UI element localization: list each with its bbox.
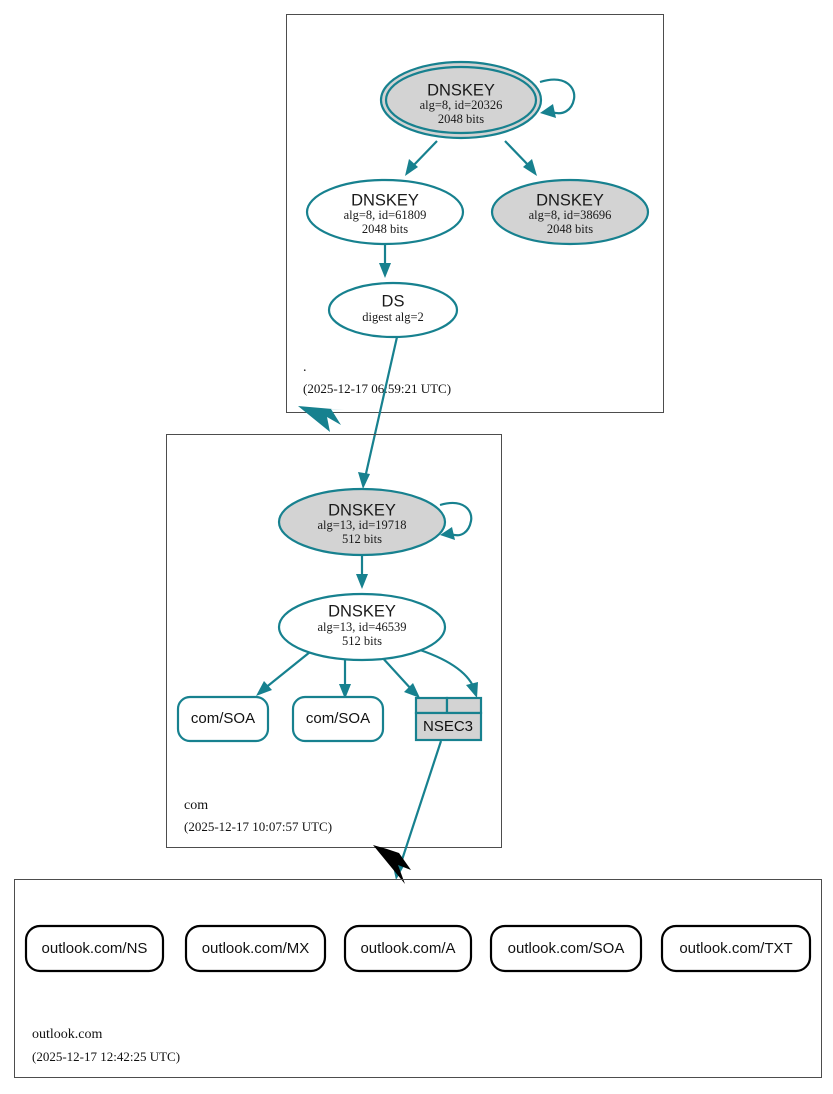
node-title: DNSKEY <box>536 191 604 209</box>
edge-com-zsk-to-nsec3-b <box>413 646 478 698</box>
node-rrset-outlook-a[interactable]: outlook.com/A <box>343 924 473 973</box>
node-title: outlook.com/NS <box>42 940 148 957</box>
zone-timestamp-outlook: (2025-12-17 12:42:25 UTC) <box>32 1049 180 1064</box>
node-rrset-com-soa-2[interactable]: com/SOA <box>291 695 385 743</box>
node-title: DNSKEY <box>351 191 419 209</box>
zone-box-root <box>286 14 664 413</box>
node-rrset-outlook-mx[interactable]: outlook.com/MX <box>184 924 327 973</box>
node-rrset-com-soa-1[interactable]: com/SOA <box>176 695 270 743</box>
nsec3-cell-right <box>445 696 483 715</box>
zone-timestamp-com: (2025-12-17 10:07:57 UTC) <box>184 819 332 834</box>
node-title: DNSKEY <box>328 602 396 620</box>
edge-com-zsk-to-soa-1 <box>256 651 311 696</box>
node-title: outlook.com/SOA <box>508 940 625 957</box>
node-params: alg=8, id=20326 <box>420 98 503 112</box>
node-size: 2048 bits <box>438 112 484 126</box>
edge-root-ksk-to-61809 <box>405 140 438 176</box>
node-title: outlook.com/A <box>360 940 455 957</box>
edge-ds-to-com-ksk <box>358 336 399 489</box>
edge-com-zsk-to-soa-2 <box>339 656 351 699</box>
node-title: NSEC3 <box>423 718 473 735</box>
node-params: alg=8, id=61809 <box>344 208 427 222</box>
edge-com-ksk-to-zsk <box>356 554 368 589</box>
node-dnskey-46539[interactable]: DNSKEY alg=13, id=46539 512 bits <box>277 592 447 662</box>
node-params: alg=13, id=19718 <box>317 518 406 532</box>
node-dnskey-38696[interactable]: DNSKEY alg=8, id=38696 2048 bits <box>490 178 650 246</box>
node-size: 2048 bits <box>362 222 408 236</box>
zone-group-outlook: outlook.com/NS outlook.com/MX outlook.co… <box>14 879 822 1078</box>
node-size: 512 bits <box>342 634 382 648</box>
edge-com-zsk-to-nsec3-a <box>378 653 420 698</box>
node-title: DS <box>382 292 405 310</box>
zone-box-outlook <box>14 879 822 1078</box>
nsec3-cell-left <box>414 696 449 715</box>
edge-zone-delegation-com-to-outlook <box>373 845 411 884</box>
zone-label-outlook: outlook.com <box>32 1027 102 1042</box>
edge-com-ksk-self-sign <box>439 502 473 540</box>
node-title: outlook.com/MX <box>202 940 310 957</box>
node-ds-root[interactable]: DS digest alg=2 <box>327 281 459 339</box>
zone-box-com <box>166 434 502 848</box>
node-rrset-outlook-ns[interactable]: outlook.com/NS <box>24 924 165 973</box>
node-title: com/SOA <box>191 710 255 727</box>
zone-group-com: DNSKEY alg=13, id=19718 512 bits DNSKEY … <box>166 434 502 848</box>
node-nsec3[interactable]: NSEC3 <box>414 696 483 742</box>
node-title: DNSKEY <box>427 81 495 99</box>
edge-zone-delegation-root-to-com <box>298 406 344 432</box>
edge-root-ksk-to-38696 <box>504 140 537 176</box>
node-dnskey-20326[interactable]: DNSKEY alg=8, id=20326 2048 bits <box>379 60 543 140</box>
zone-group-root: DNSKEY alg=8, id=20326 2048 bits DNSKEY … <box>286 14 664 413</box>
node-params: digest alg=2 <box>362 310 424 324</box>
node-rrset-outlook-soa[interactable]: outlook.com/SOA <box>489 924 643 973</box>
node-params: alg=8, id=38696 <box>529 208 612 222</box>
zone-label-root: . <box>303 360 307 375</box>
node-size: 2048 bits <box>547 222 593 236</box>
edge-root-ksk-self-sign <box>539 78 576 118</box>
node-dnskey-61809[interactable]: DNSKEY alg=8, id=61809 2048 bits <box>305 178 465 246</box>
nsec3-body <box>414 711 483 742</box>
node-title: outlook.com/TXT <box>679 940 792 957</box>
node-rrset-outlook-txt[interactable]: outlook.com/TXT <box>660 924 812 973</box>
zone-timestamp-root: (2025-12-17 06:59:21 UTC) <box>303 381 451 396</box>
edge-61809-to-ds <box>379 242 391 278</box>
node-title: com/SOA <box>306 710 370 727</box>
node-title: DNSKEY <box>328 501 396 519</box>
node-params: alg=13, id=46539 <box>317 620 406 634</box>
node-dnskey-19718[interactable]: DNSKEY alg=13, id=19718 512 bits <box>277 487 447 557</box>
zone-label-com: com <box>184 798 208 813</box>
node-size: 512 bits <box>342 532 382 546</box>
